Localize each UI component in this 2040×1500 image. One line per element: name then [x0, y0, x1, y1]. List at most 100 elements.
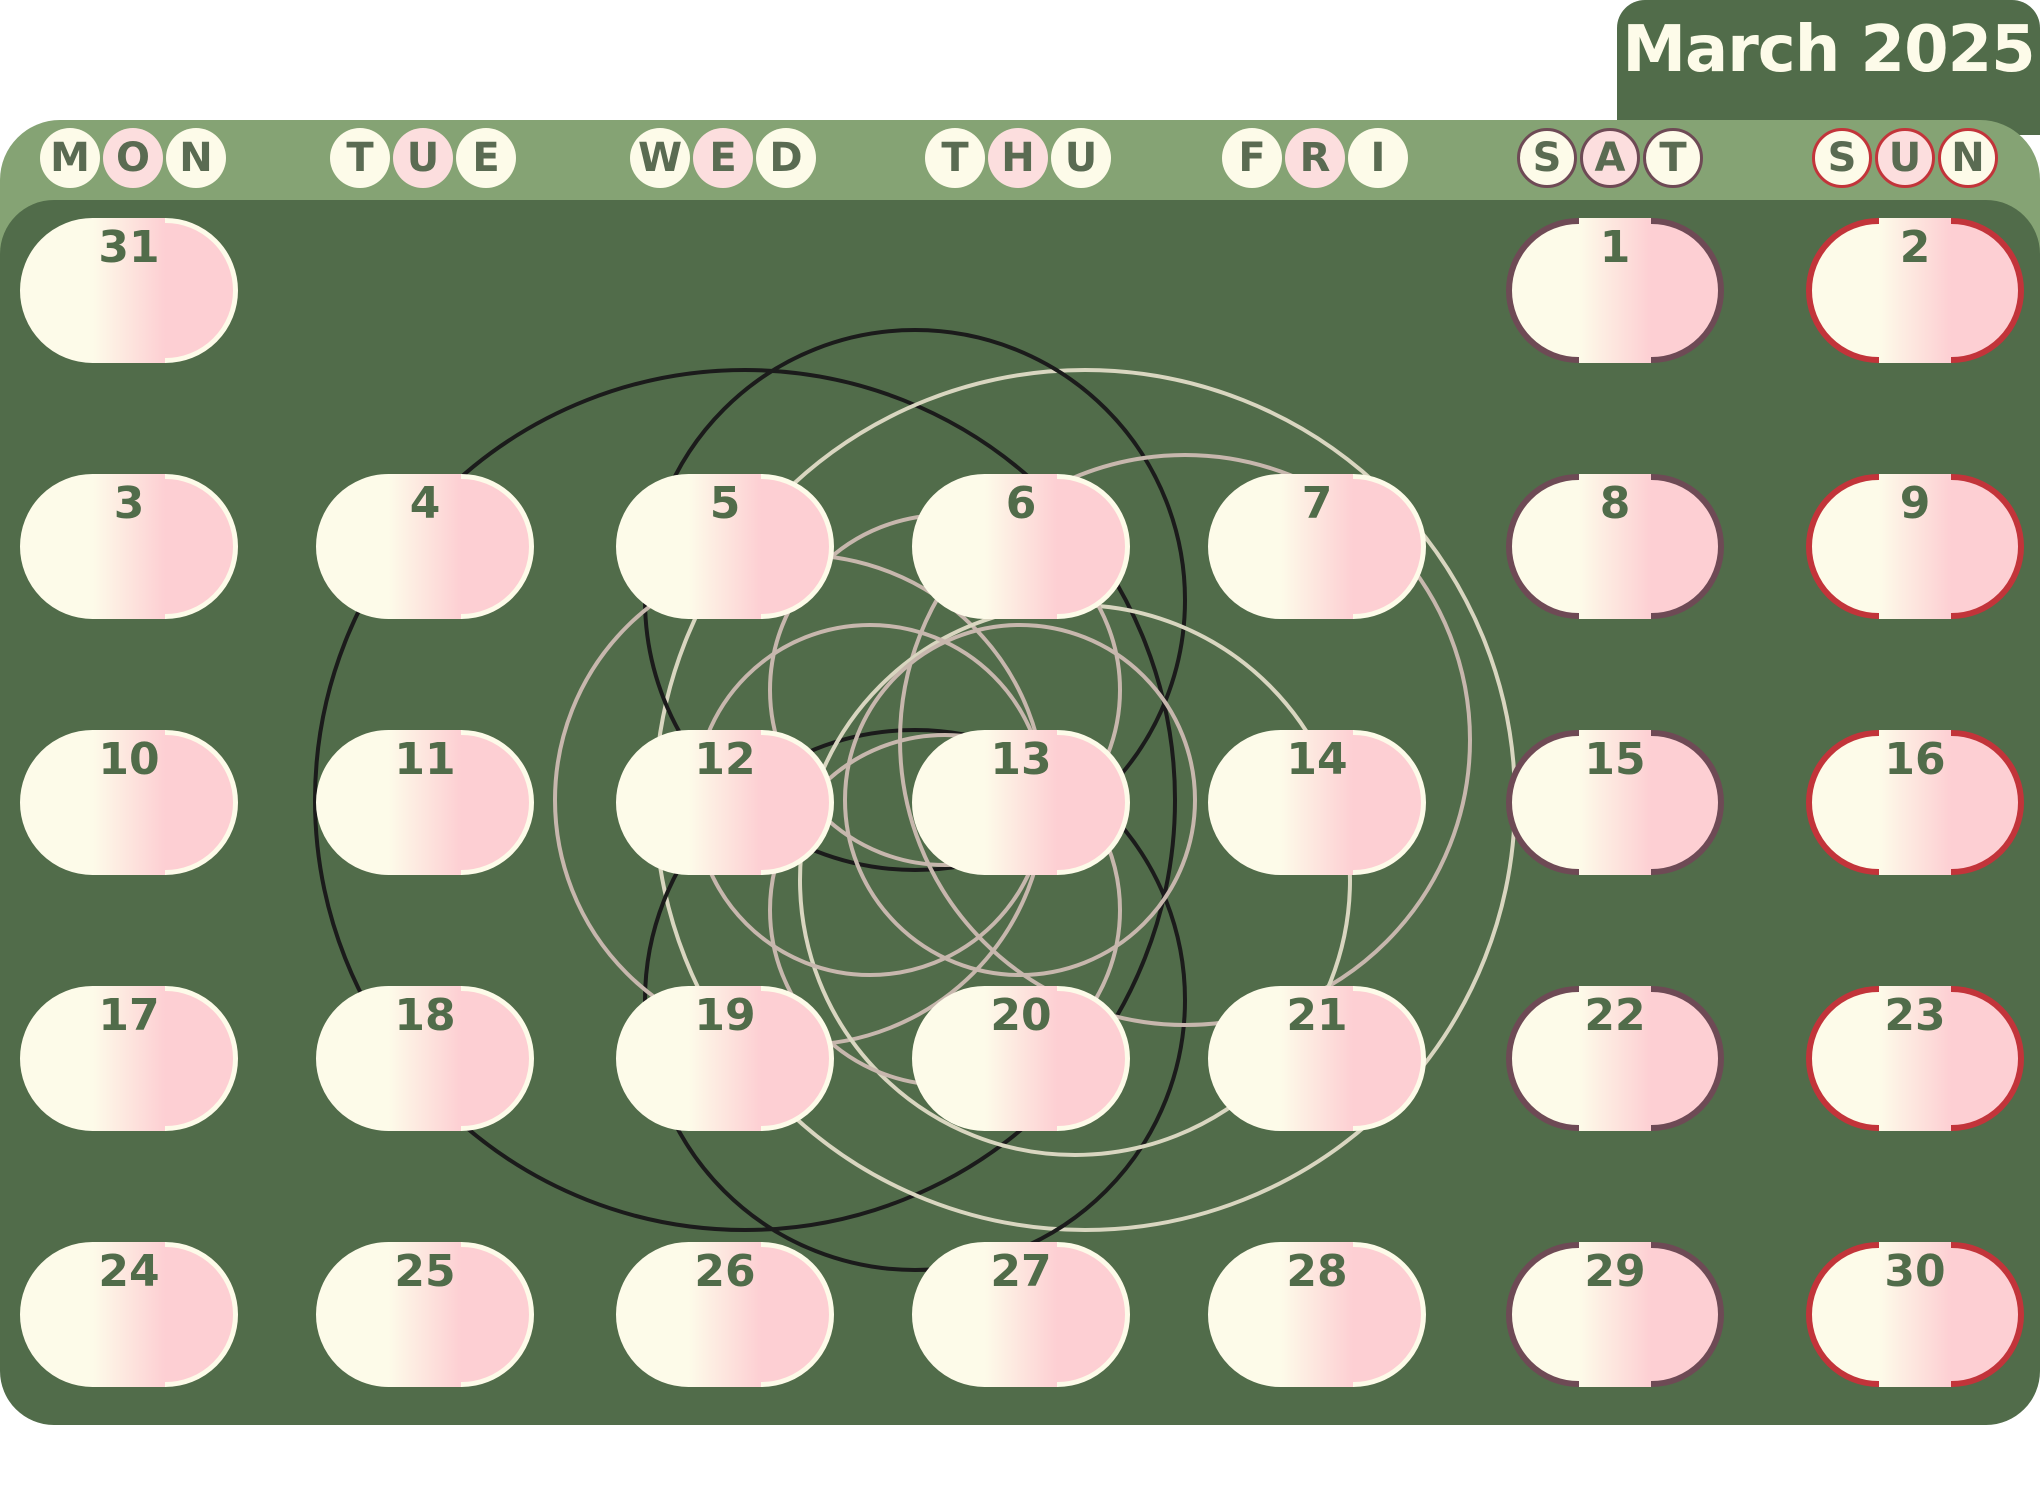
day-number: 19 — [694, 990, 756, 1041]
day-cell[interactable]: 9 — [1806, 474, 2024, 619]
day-cell[interactable]: 4 — [316, 474, 534, 619]
day-bubble-blend — [389, 730, 461, 875]
day-bubble-blend — [1579, 730, 1651, 875]
day-bubble-blend — [985, 1242, 1057, 1387]
day-number: 5 — [709, 478, 741, 529]
day-bubble-blend — [1281, 474, 1353, 619]
day-bubble-blend — [1281, 1242, 1353, 1387]
day-cell[interactable]: 30 — [1806, 1242, 2024, 1387]
day-number: 30 — [1884, 1246, 1946, 1297]
day-bubble-blend — [93, 1242, 165, 1387]
day-number: 20 — [990, 990, 1052, 1041]
day-cell[interactable]: 23 — [1806, 986, 2024, 1131]
day-number: 29 — [1584, 1246, 1646, 1297]
day-number: 12 — [694, 734, 756, 785]
weekday-letter: R — [1285, 128, 1345, 188]
day-cell[interactable]: 3 — [20, 474, 238, 619]
day-bubble-blend — [1579, 1242, 1651, 1387]
day-cell[interactable]: 8 — [1506, 474, 1724, 619]
day-cell[interactable]: 27 — [912, 1242, 1130, 1387]
day-bubble-blend — [985, 986, 1057, 1131]
weekday-letter: T — [1643, 128, 1703, 188]
day-bubble-blend — [1879, 1242, 1951, 1387]
day-bubble-blend — [1579, 218, 1651, 363]
day-bubble-blend — [689, 730, 761, 875]
day-number: 27 — [990, 1246, 1052, 1297]
day-number: 23 — [1884, 990, 1946, 1041]
weekday-letter: D — [756, 128, 816, 188]
day-cell[interactable]: 11 — [316, 730, 534, 875]
day-number: 3 — [113, 478, 145, 529]
weekday-letter: U — [1875, 128, 1935, 188]
day-bubble-blend — [93, 474, 165, 619]
day-cell[interactable]: 26 — [616, 1242, 834, 1387]
day-number: 10 — [98, 734, 160, 785]
day-bubble-blend — [1879, 730, 1951, 875]
day-bubble-blend — [93, 218, 165, 363]
day-number: 6 — [1005, 478, 1037, 529]
weekday-letter: E — [693, 128, 753, 188]
day-cell[interactable]: 7 — [1208, 474, 1426, 619]
day-bubble-blend — [1879, 218, 1951, 363]
day-number: 4 — [409, 478, 441, 529]
day-bubble-blend — [1579, 474, 1651, 619]
day-cell[interactable]: 31 — [20, 218, 238, 363]
weekday-letter: O — [103, 128, 163, 188]
day-number: 2 — [1899, 222, 1931, 273]
day-number: 14 — [1286, 734, 1348, 785]
day-bubble-blend — [985, 474, 1057, 619]
day-number: 18 — [394, 990, 456, 1041]
day-cell[interactable]: 17 — [20, 986, 238, 1131]
day-cell[interactable]: 13 — [912, 730, 1130, 875]
weekday-letter: S — [1812, 128, 1872, 188]
weekday-letter: T — [330, 128, 390, 188]
day-number: 28 — [1286, 1246, 1348, 1297]
day-number: 9 — [1899, 478, 1931, 529]
day-number: 31 — [98, 222, 160, 273]
day-bubble-blend — [93, 986, 165, 1131]
day-number: 8 — [1599, 478, 1631, 529]
day-bubble-blend — [389, 474, 461, 619]
day-bubble-blend — [389, 1242, 461, 1387]
day-cell[interactable]: 2 — [1806, 218, 2024, 363]
weekday-letter: S — [1517, 128, 1577, 188]
day-cell[interactable]: 19 — [616, 986, 834, 1131]
weekday-letter: N — [1938, 128, 1998, 188]
day-number: 21 — [1286, 990, 1348, 1041]
day-cell[interactable]: 28 — [1208, 1242, 1426, 1387]
day-bubble-blend — [689, 474, 761, 619]
day-number: 15 — [1584, 734, 1646, 785]
day-cell[interactable]: 10 — [20, 730, 238, 875]
day-cell[interactable]: 16 — [1806, 730, 2024, 875]
day-cell[interactable]: 22 — [1506, 986, 1724, 1131]
day-cell[interactable]: 1 — [1506, 218, 1724, 363]
day-cell[interactable]: 15 — [1506, 730, 1724, 875]
day-bubble-blend — [389, 986, 461, 1131]
weekday-letter: M — [40, 128, 100, 188]
weekday-letter: U — [393, 128, 453, 188]
day-cell[interactable]: 6 — [912, 474, 1130, 619]
day-cell[interactable]: 18 — [316, 986, 534, 1131]
day-cell[interactable]: 29 — [1506, 1242, 1724, 1387]
month-tab — [1617, 0, 2040, 135]
weekday-letter: A — [1580, 128, 1640, 188]
day-cell[interactable]: 12 — [616, 730, 834, 875]
weekday-letter: E — [456, 128, 516, 188]
day-number: 26 — [694, 1246, 756, 1297]
weekday-letter: U — [1051, 128, 1111, 188]
weekday-letter: H — [988, 128, 1048, 188]
day-cell[interactable]: 20 — [912, 986, 1130, 1131]
day-number: 11 — [394, 734, 456, 785]
day-cell[interactable]: 25 — [316, 1242, 534, 1387]
day-cell[interactable]: 21 — [1208, 986, 1426, 1131]
day-cell[interactable]: 14 — [1208, 730, 1426, 875]
day-number: 25 — [394, 1246, 456, 1297]
day-cell[interactable]: 24 — [20, 1242, 238, 1387]
day-cell[interactable]: 5 — [616, 474, 834, 619]
